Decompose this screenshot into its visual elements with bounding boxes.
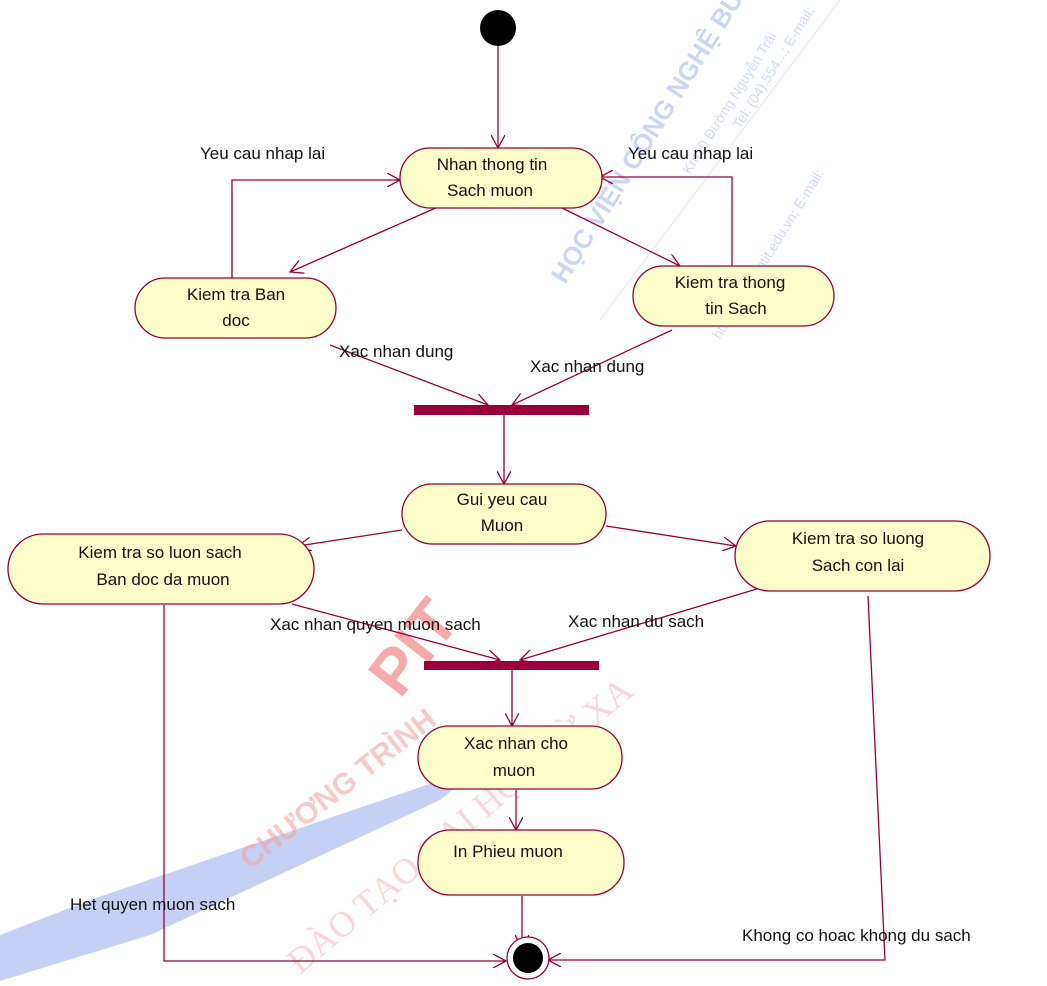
- edge-ktsach-to-join: [512, 329, 673, 405]
- node-shape: [632, 265, 835, 327]
- end-node-dot: [513, 943, 543, 973]
- node-line1: Xac nhan cho: [464, 734, 568, 753]
- node-in-phieu-muon: In Phieu muon: [417, 829, 625, 896]
- label-retry-right: Yeu cau nhap lai: [628, 144, 753, 163]
- edges: [163, 46, 886, 961]
- node-shape: [401, 483, 607, 545]
- edge-ktbd-retry: [231, 180, 400, 278]
- node-kiem-tra-thong-tin-sach: Kiem tra thong tin Sach: [632, 265, 835, 327]
- node-shape: [417, 829, 625, 896]
- edge-ktcon-to-join2: [520, 587, 761, 660]
- node-line2: Ban doc da muon: [96, 570, 229, 589]
- node-xac-nhan-cho-muon: Xac nhan cho muon: [417, 725, 623, 790]
- node-shape: [417, 725, 623, 790]
- label-ok-left: Xac nhan dung: [339, 342, 453, 361]
- edge-ktcon-to-end: [548, 595, 886, 960]
- node-shape: [134, 277, 337, 339]
- watermark-rule: [599, 0, 841, 321]
- node-line1: Kiem tra Ban: [187, 285, 285, 304]
- label-ok-right: Xac nhan dung: [530, 357, 644, 376]
- node-kiem-tra-so-luong-sach: Kiem tra so luong Sach con lai: [734, 520, 991, 592]
- edge-nhan-to-ktbd: [290, 206, 439, 272]
- join-bar-1: [414, 405, 589, 415]
- node-nhan-thong-tin: Nhan thong tin Sach muon: [399, 147, 603, 209]
- label-xac-nhan-quyen: Xac nhan quyen muon sach: [270, 615, 481, 634]
- edge-gui-to-ktcon: [605, 525, 736, 546]
- edge-gui-to-ktsl: [298, 529, 403, 546]
- label-khong-du-sach: Khong co hoac khong du sach: [742, 926, 971, 945]
- edge-labels: Yeu cau nhap lai Yeu cau nhap lai Xac nh…: [70, 144, 971, 945]
- node-line1: Kiem tra thong: [675, 273, 786, 292]
- edge-nhan-to-ktsach: [559, 206, 680, 266]
- node-kiem-tra-so-luon-sach: Kiem tra so luon sach Ban doc da muon: [7, 533, 315, 605]
- edge-ktbd-to-join: [329, 344, 488, 405]
- label-xac-nhan-du-sach: Xac nhan du sach: [568, 612, 704, 631]
- node-line1: Gui yeu cau: [457, 490, 548, 509]
- node-line1: Kiem tra so luong: [792, 529, 924, 548]
- label-het-quyen: Het quyen muon sach: [70, 895, 235, 914]
- edge-ktsl-to-join2: [291, 603, 500, 660]
- start-node: [480, 10, 516, 46]
- node-line2: Muon: [481, 516, 524, 535]
- node-kiem-tra-ban-doc: Kiem tra Ban doc: [134, 277, 337, 339]
- node-line2: Sach muon: [447, 181, 533, 200]
- label-retry-left: Yeu cau nhap lai: [200, 144, 325, 163]
- node-line2: muon: [493, 761, 536, 780]
- node-shape: [7, 533, 315, 605]
- node-gui-yeu-cau: Gui yeu cau Muon: [401, 483, 607, 545]
- node-shape: [734, 520, 991, 592]
- node-line1: Kiem tra so luon sach: [78, 543, 241, 562]
- node-line1: Nhan thong tin: [437, 155, 548, 174]
- watermark-blue-swoosh: [0, 735, 520, 981]
- node-line2: Sach con lai: [812, 556, 905, 575]
- node-shape: [399, 147, 603, 209]
- edge-ktsl-to-end: [163, 605, 506, 961]
- node-line2: tin Sach: [705, 299, 766, 318]
- node-line2: doc: [222, 311, 250, 330]
- join-bar-2: [424, 661, 599, 670]
- edge-ktsach-retry: [600, 177, 733, 266]
- node-line1: In Phieu muon: [453, 842, 563, 861]
